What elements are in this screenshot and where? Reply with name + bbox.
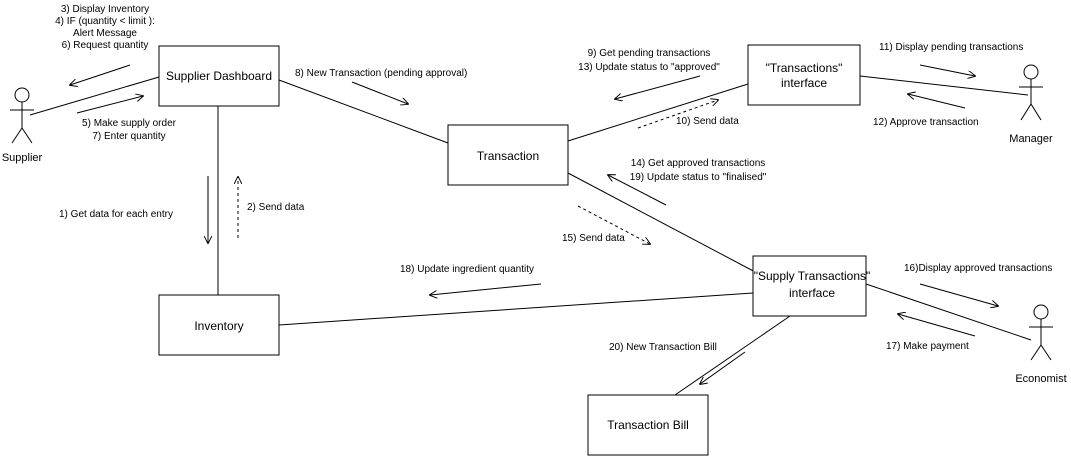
msg-16-label: 16)Display approved transactions: [904, 263, 1052, 274]
actor-supplier[interactable]: Supplier: [2, 87, 43, 164]
msg-8-label: 8) New Transaction (pending approval): [295, 68, 467, 79]
msg-3-line1: 3) Display Inventory: [61, 4, 149, 15]
msg-20-label: 20) New Transaction Bill: [609, 342, 717, 353]
association-lines: [29, 75, 1032, 396]
stick-figure-icon: [1029, 304, 1053, 361]
msg-9-line2: 13) Update status to "approved": [578, 62, 720, 73]
link-supply-interface-bill: [674, 315, 791, 396]
arrow-msg-11: [919, 64, 975, 76]
arrow-msg-18: [430, 283, 542, 295]
transactions-interface-label-line1: "Transactions": [766, 61, 843, 75]
arrow-msg-14-19: [608, 175, 667, 206]
msg-5-line1: 5) Make supply order: [82, 118, 177, 129]
msg-2-label: 2) Send data: [247, 202, 305, 213]
arrow-msg-5-7: [76, 96, 143, 114]
link-supply-interface-economist: [865, 283, 1032, 341]
arrow-msg-17: [898, 314, 976, 337]
msg-10-label: 10) Send data: [676, 116, 739, 127]
supplier-label: Supplier: [2, 152, 43, 164]
message-arrows: [70, 64, 998, 384]
supply-transactions-interface-label-line2: interface: [789, 286, 835, 300]
link-inventory-supply-interface: [278, 292, 754, 326]
arrow-msg-15: [577, 205, 650, 244]
stick-figure-icon: [1019, 64, 1043, 121]
msg-17-label: 17) Make payment: [886, 341, 969, 352]
msg-12-label: 12) Approve transaction: [873, 117, 979, 128]
link-transaction-transactions-interface: [567, 83, 749, 142]
link-transactions-interface-manager: [859, 75, 1029, 96]
msg-9-line1: 9) Get pending transactions: [588, 48, 711, 59]
arrow-msg-12: [908, 94, 966, 109]
link-transaction-supply-interface: [567, 172, 777, 284]
stick-figure-icon: [10, 87, 34, 144]
actor-manager[interactable]: Manager: [1009, 64, 1053, 145]
msg-5-line2: 7) Enter quantity: [92, 131, 165, 142]
object-transaction-bill[interactable]: Transaction Bill: [587, 394, 709, 456]
transactions-interface-label-line2: interface: [781, 76, 827, 90]
arrow-msg-9-13: [615, 75, 701, 99]
msg-3-line3: Alert Message: [73, 28, 137, 39]
arrow-msg-3-6: [70, 64, 131, 85]
arrow-msg-8: [351, 81, 408, 104]
msg-15-label: 15) Send data: [562, 233, 625, 244]
msg-3-line4: 6) Request quantity: [62, 40, 149, 51]
object-supplier-dashboard[interactable]: Supplier Dashboard: [158, 45, 280, 107]
object-inventory[interactable]: Inventory: [158, 294, 280, 356]
link-supplier-dashboard: [29, 76, 160, 116]
msg-1-label: 1) Get data for each entry: [59, 209, 173, 220]
manager-label: Manager: [1009, 133, 1053, 145]
msg-18-label: 18) Update ingredient quantity: [400, 264, 534, 275]
arrow-msg-10: [637, 100, 718, 129]
arrow-msg-20: [700, 351, 746, 384]
transaction-bill-label: Transaction Bill: [607, 418, 689, 432]
arrow-msg-16: [919, 283, 998, 306]
msg-3-line2: 4) IF (quantity < limit ):: [55, 16, 155, 27]
link-dashboard-transaction: [278, 79, 449, 144]
economist-label: Economist: [1015, 373, 1066, 385]
supply-transactions-interface-label-line1: "Supply Transactions": [754, 269, 871, 283]
msg-14-line1: 14) Get approved transactions: [631, 158, 766, 169]
actor-economist[interactable]: Economist: [1015, 304, 1067, 385]
msg-14-line2: 19) Update status to "finalised": [630, 172, 767, 183]
supplier-dashboard-label: Supplier Dashboard: [166, 69, 272, 83]
transaction-label: Transaction: [477, 149, 539, 163]
object-transactions-interface[interactable]: "Transactions" interface: [747, 44, 861, 106]
msg-11-label: 11) Display pending transactions: [879, 42, 1023, 53]
object-transaction[interactable]: Transaction: [447, 124, 569, 186]
inventory-label: Inventory: [194, 319, 243, 333]
message-labels: 3) Display Inventory 4) IF (quantity < l…: [55, 4, 1052, 353]
object-supply-transactions-interface[interactable]: "Supply Transactions" interface: [752, 255, 871, 317]
